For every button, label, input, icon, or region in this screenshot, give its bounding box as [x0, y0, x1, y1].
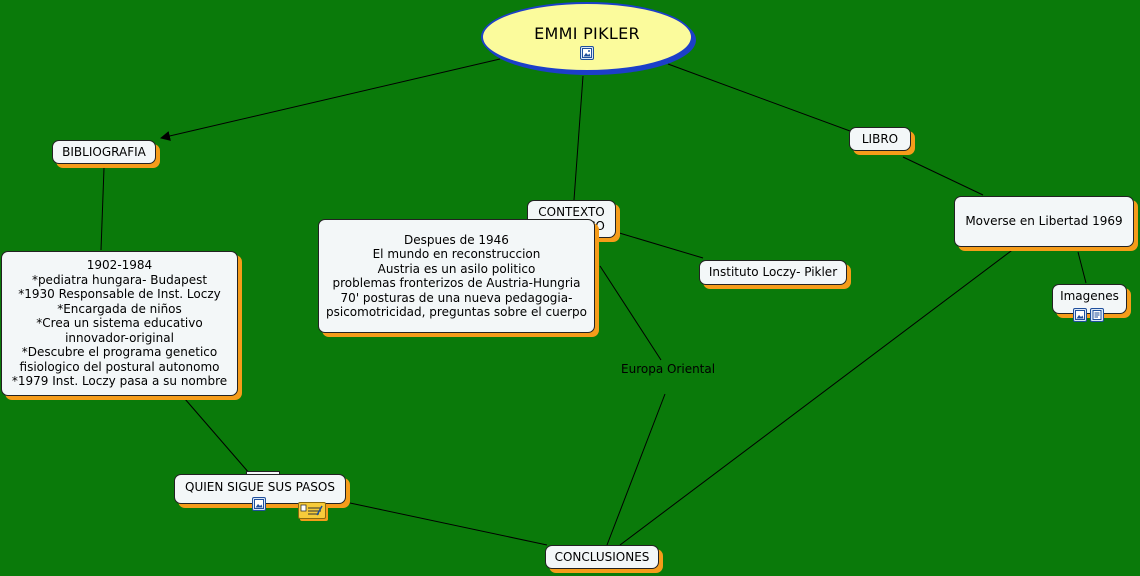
link-moverse-conclusiones	[619, 247, 1016, 546]
node-quien-label: QUIEN SIGUE SUS PASOS	[185, 480, 335, 494]
link-europa-conclusiones	[606, 393, 666, 546]
root-title: EMMI PIKLER	[534, 24, 640, 43]
link-moverse-imagenes	[1077, 251, 1087, 284]
node-despues-1946[interactable]: Despues de 1946 El mundo en reconstrucci…	[318, 219, 595, 333]
node-imagenes-label: Imagenes	[1060, 289, 1119, 303]
node-biography[interactable]: 1902-1984 *pediatra hungara- Budapest *1…	[1, 251, 238, 396]
image-icon[interactable]	[1073, 308, 1087, 322]
node-instituto-label: Instituto Loczy- Pikler	[708, 265, 838, 280]
node-moverse-label: Moverse en Libertad 1969	[965, 214, 1123, 229]
link-bibliografia-bio	[100, 167, 105, 251]
node-bibliografia-label: BIBLIOGRAFIA	[62, 144, 146, 159]
node-conclusiones[interactable]: CONCLUSIONES	[545, 545, 659, 569]
node-imagenes[interactable]: Imagenes	[1052, 284, 1127, 314]
link-contexto-instituto	[615, 231, 704, 259]
node-bibliografia[interactable]: BIBLIOGRAFIA	[52, 140, 156, 164]
node-biography-text: 1902-1984 *pediatra hungara- Budapest *1…	[11, 258, 228, 389]
node-conclusiones-label: CONCLUSIONES	[554, 549, 650, 564]
image-icon[interactable]	[580, 46, 594, 60]
node-instituto-loczy[interactable]: Instituto Loczy- Pikler	[699, 260, 847, 285]
label-europa-oriental[interactable]: Europa Oriental	[621, 362, 716, 376]
document-icon[interactable]	[1090, 308, 1104, 322]
link-root-libro	[667, 63, 851, 132]
image-icon[interactable]	[252, 497, 266, 511]
node-libro[interactable]: LIBRO	[849, 127, 911, 151]
node-libro-label: LIBRO	[861, 131, 899, 146]
link-libro-moverse	[902, 156, 984, 196]
root-node-emmi-pikler[interactable]: EMMI PIKLER	[481, 2, 693, 72]
node-despues-text: Despues de 1946 El mundo en reconstrucci…	[325, 232, 587, 320]
link-root-contexto	[573, 75, 584, 201]
note-icon[interactable]	[298, 502, 326, 519]
link-contexto-europa	[599, 265, 662, 361]
link-root-bibliografia	[160, 58, 501, 141]
link-quien-conclusiones	[349, 502, 548, 546]
node-moverse-libertad[interactable]: Moverse en Libertad 1969	[954, 196, 1134, 247]
link-bio-quien	[184, 398, 251, 475]
